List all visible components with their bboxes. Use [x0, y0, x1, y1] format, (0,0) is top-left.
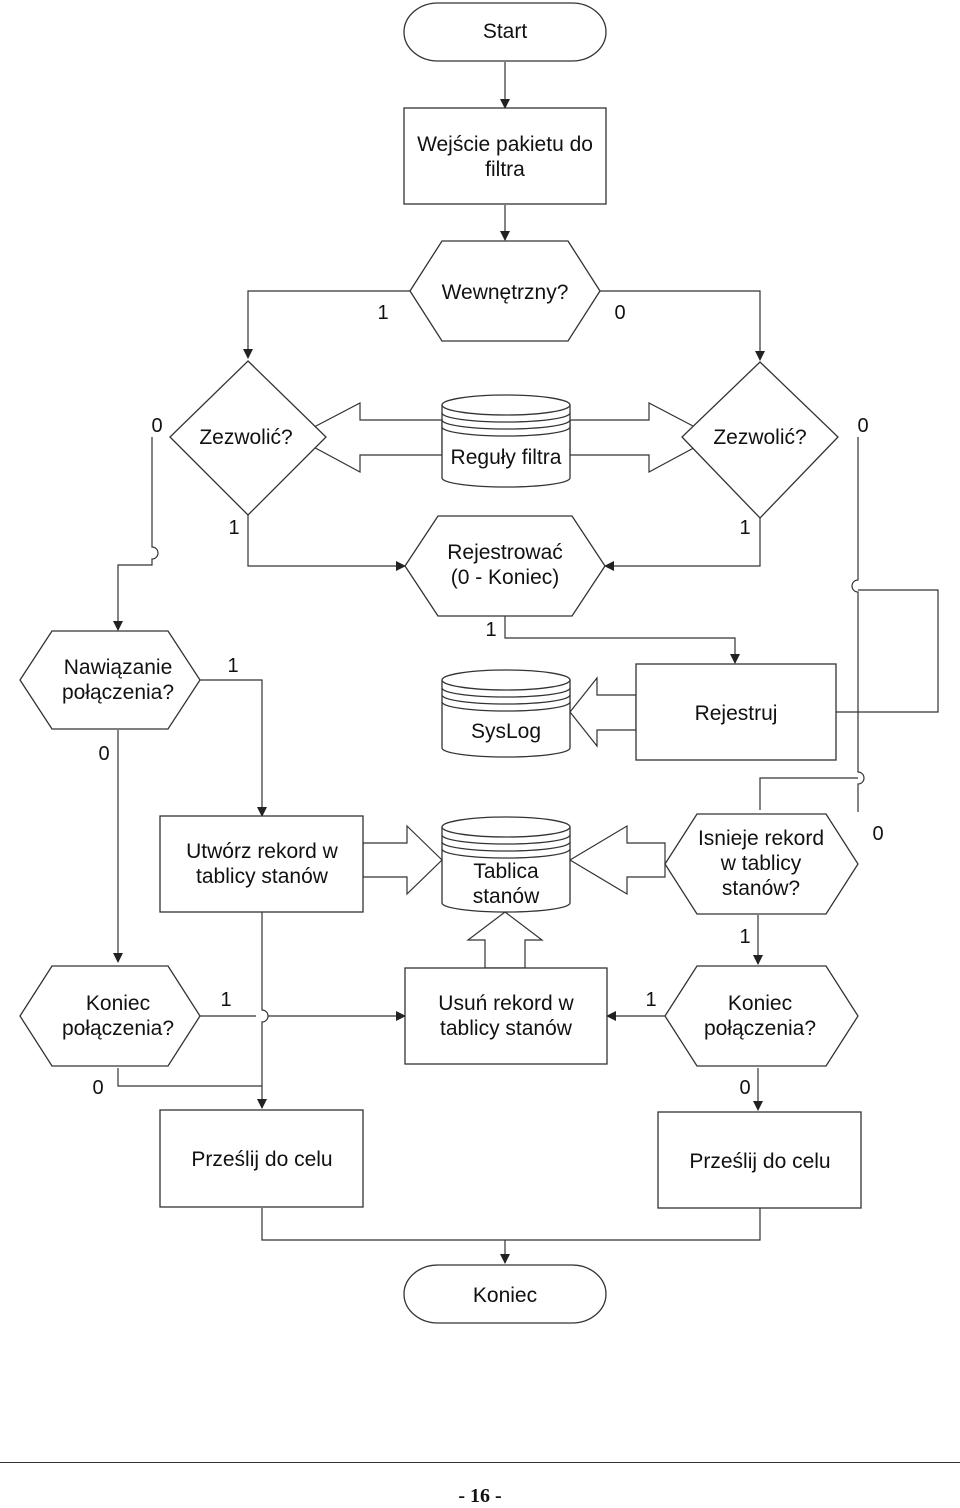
end-label: Koniec [473, 1284, 537, 1307]
state-table-database [441, 815, 571, 913]
create-to-table-arrow [362, 824, 443, 896]
footer-divider [0, 1462, 960, 1463]
edge-right-no-drop [857, 642, 865, 812]
branch-label: 1 [739, 517, 750, 539]
connectors [113, 62, 939, 1263]
branch-label: 1 [227, 655, 238, 677]
end-connection-right-decision [664, 965, 859, 1067]
branch-label: 1 [645, 989, 656, 1011]
record-exists-decision [664, 813, 859, 915]
end-terminator [403, 1264, 607, 1324]
edge-forwards-end [261, 1208, 761, 1263]
internal-decision [409, 240, 601, 342]
edge-log-to-record-check [836, 589, 939, 713]
node-shapes [19, 2, 862, 1324]
page-number: - 16 - [458, 1485, 502, 1507]
branch-label: 0 [872, 823, 883, 845]
branch-label: 0 [151, 415, 162, 437]
start-label: Start [483, 20, 528, 43]
branch-label: 1 [220, 989, 231, 1011]
branch-labels: 1 0 0 1 0 1 1 1 0 0 1 1 0 1 0 [92, 302, 883, 1099]
start-terminator [403, 2, 607, 62]
edge-allow-left-yes [247, 515, 406, 571]
branch-label: 1 [739, 926, 750, 948]
branch-label: 0 [92, 1077, 103, 1099]
log-to-syslog-arrow [569, 676, 637, 748]
edge-log-yes [504, 616, 740, 664]
edge-end-left-no [117, 1068, 262, 1087]
edge-conn-est-yes [200, 679, 267, 817]
edge-allow-left-no [113, 437, 159, 631]
edge-record-loop [759, 777, 858, 810]
delete-to-table-arrow [466, 911, 544, 969]
branch-label: 1 [485, 619, 496, 641]
forward-right-box [657, 1111, 862, 1209]
log-decision [404, 515, 606, 617]
log-box [635, 663, 837, 761]
edge-allow-right-yes [604, 518, 761, 571]
allow-right-decision [681, 361, 839, 519]
check-to-table-arrow [568, 824, 666, 896]
forward-left-label: Prześlij do celu [191, 1148, 332, 1171]
branch-label: 0 [857, 415, 868, 437]
syslog-label: SysLog [471, 720, 541, 743]
internal-label: Wewnętrzny? [442, 281, 569, 304]
data-flow-arrows [293, 402, 716, 969]
allow-right-label: Zezwolić? [713, 426, 806, 449]
create-record-box [159, 815, 364, 913]
log-decision-label: Rejestrować(0 - Koniec) [447, 541, 563, 589]
branch-label: 1 [228, 517, 239, 539]
branch-label: 0 [98, 743, 109, 765]
filter-rules-database [441, 393, 571, 488]
branch-label: 1 [377, 302, 388, 324]
delete-record-box [404, 967, 608, 1065]
syslog-database [441, 668, 571, 758]
log-label: Rejestruj [695, 702, 778, 725]
edge-internal-no [600, 290, 765, 361]
forward-right-label: Prześlij do celu [689, 1150, 830, 1173]
filter-rules-label: Reguły filtra [451, 446, 562, 469]
connection-established-decision [19, 630, 201, 730]
end-connection-left-decision [19, 965, 201, 1067]
edge-allow-right-no [851, 437, 859, 642]
branch-label: 0 [739, 1077, 750, 1099]
allow-left-decision [169, 360, 327, 516]
allow-left-label: Zezwolić? [199, 426, 292, 449]
branch-label: 0 [614, 302, 625, 324]
forward-left-box [159, 1109, 364, 1208]
edge-create-forward [257, 912, 269, 1109]
packet-in-box [403, 107, 607, 205]
edge-internal-yes [243, 290, 410, 359]
